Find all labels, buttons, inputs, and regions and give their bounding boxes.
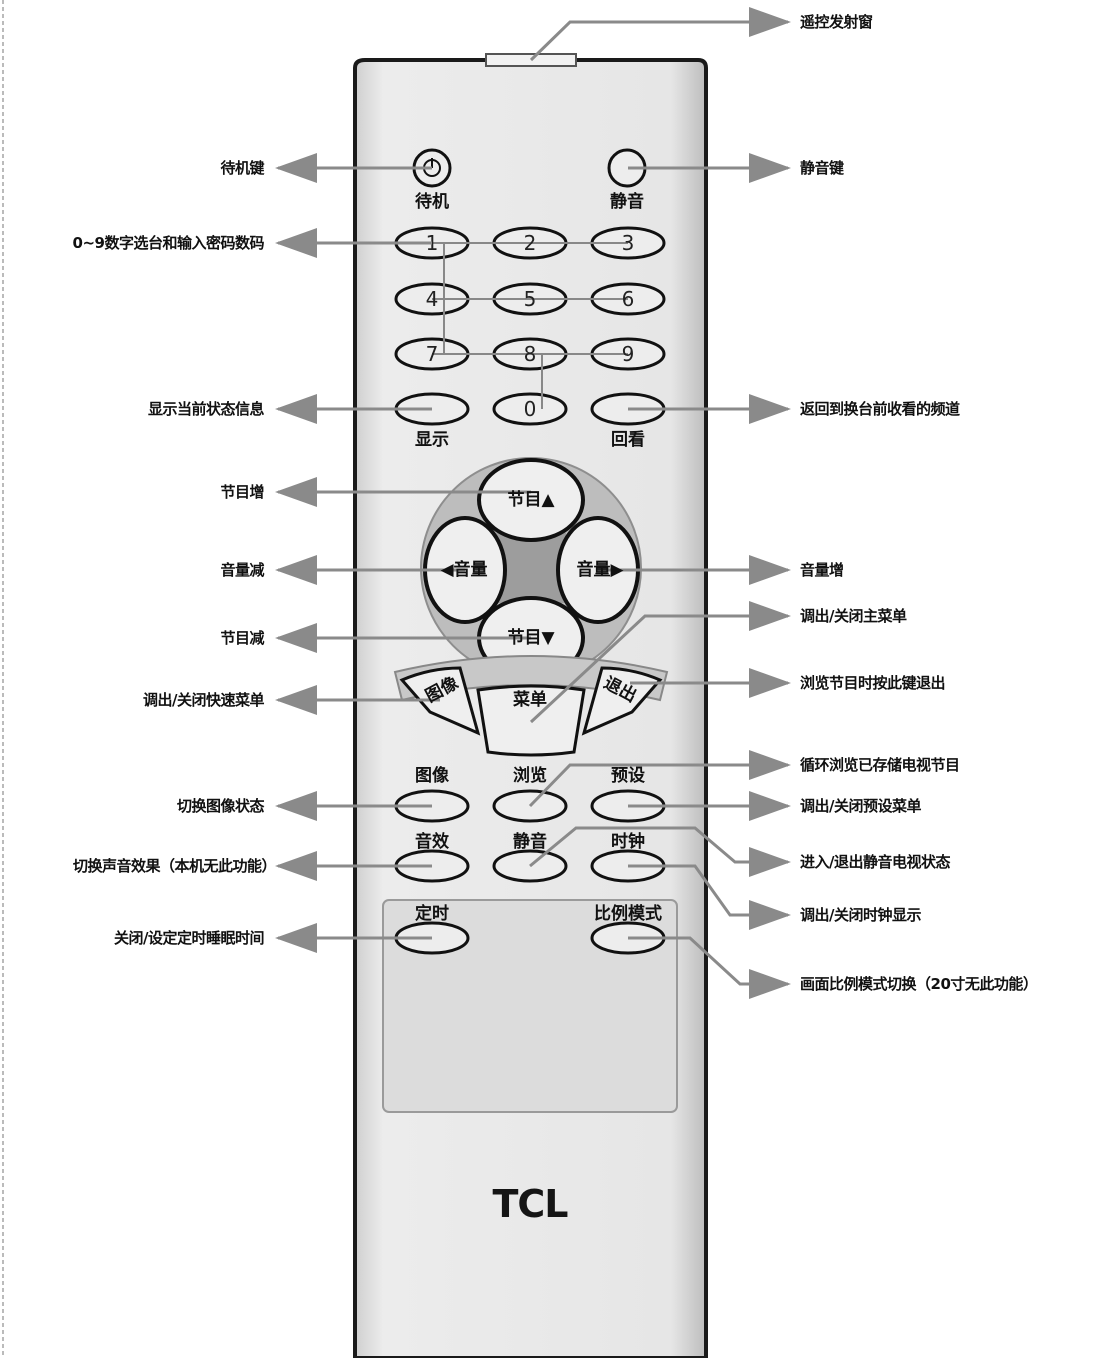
aspect-label: 比例模式 xyxy=(594,904,662,924)
annot-exit: 浏览节目时按此键退出 xyxy=(800,674,946,692)
vol-up-label[interactable]: 音量▶ xyxy=(576,560,624,580)
clock-label: 时钟 xyxy=(611,832,645,852)
annot-picture-mode: 切换图像状态 xyxy=(176,797,265,815)
digit-3: 3 xyxy=(622,231,635,255)
brand-logo: TCL xyxy=(492,1182,568,1226)
annot-aspect: 画面比例模式切换（20寸无此功能） xyxy=(800,975,1038,993)
recall-label: 回看 xyxy=(611,430,645,450)
prog-down-label[interactable]: 节目▼ xyxy=(507,628,555,648)
leaders-right xyxy=(528,7,791,999)
digit-leaders xyxy=(432,242,628,409)
display-label: 显示 xyxy=(415,430,449,450)
digit-7: 7 xyxy=(426,342,439,366)
picture-label: 图像 xyxy=(415,766,449,786)
standby-label: 待机 xyxy=(415,192,449,212)
digit-5: 5 xyxy=(524,287,537,311)
annot-digits: 0~9数字选台和输入密码数码 xyxy=(72,234,265,252)
digit-4: 4 xyxy=(426,287,439,311)
annot-vol-down: 音量减 xyxy=(220,561,264,579)
leaders-left xyxy=(275,153,531,953)
digit-8: 8 xyxy=(524,342,537,366)
annot-prog-up: 节目增 xyxy=(220,483,264,501)
annot-mute: 静音键 xyxy=(800,159,844,177)
menu-label[interactable]: 菜单 xyxy=(513,690,547,710)
mute-tv-label: 静音 xyxy=(513,832,547,852)
annot-vol-up: 音量增 xyxy=(800,561,844,579)
annot-standby: 待机键 xyxy=(220,159,264,177)
prog-up-label[interactable]: 节目▲ xyxy=(507,490,555,510)
annot-picture-menu: 调出/关闭快速菜单 xyxy=(143,691,264,709)
preset-label: 预设 xyxy=(611,766,645,786)
annot-main-menu: 调出/关闭主菜单 xyxy=(800,607,907,625)
browse-label: 浏览 xyxy=(513,766,547,786)
digit-6: 6 xyxy=(622,287,635,311)
annot-sound-mode: 切换声音效果（本机无此功能） xyxy=(72,857,277,875)
digit-9: 9 xyxy=(622,342,635,366)
bottom-panel xyxy=(382,899,678,1113)
annot-display: 显示当前状态信息 xyxy=(147,400,265,418)
annot-clock: 调出/关闭时钟显示 xyxy=(800,906,921,924)
annot-cycle-browse: 循环浏览已存储电视节目 xyxy=(800,756,960,774)
mute-label: 静音 xyxy=(610,192,644,212)
digit-0: 0 xyxy=(524,397,537,421)
vol-down-label[interactable]: ◀音量 xyxy=(440,560,488,580)
annot-prog-down: 节目减 xyxy=(220,629,264,647)
annot-sleep-timer: 关闭/设定定时睡眠时间 xyxy=(114,929,264,947)
annot-mute-tv: 进入/退出静音电视状态 xyxy=(800,853,950,871)
timer-label: 定时 xyxy=(415,904,449,924)
annot-recall: 返回到换台前收看的频道 xyxy=(800,400,960,418)
sound-effect-label: 音效 xyxy=(415,832,449,852)
digit-2: 2 xyxy=(524,231,537,255)
annot-ir: 遥控发射窗 xyxy=(800,13,873,31)
annot-preset: 调出/关闭预设菜单 xyxy=(800,797,921,815)
